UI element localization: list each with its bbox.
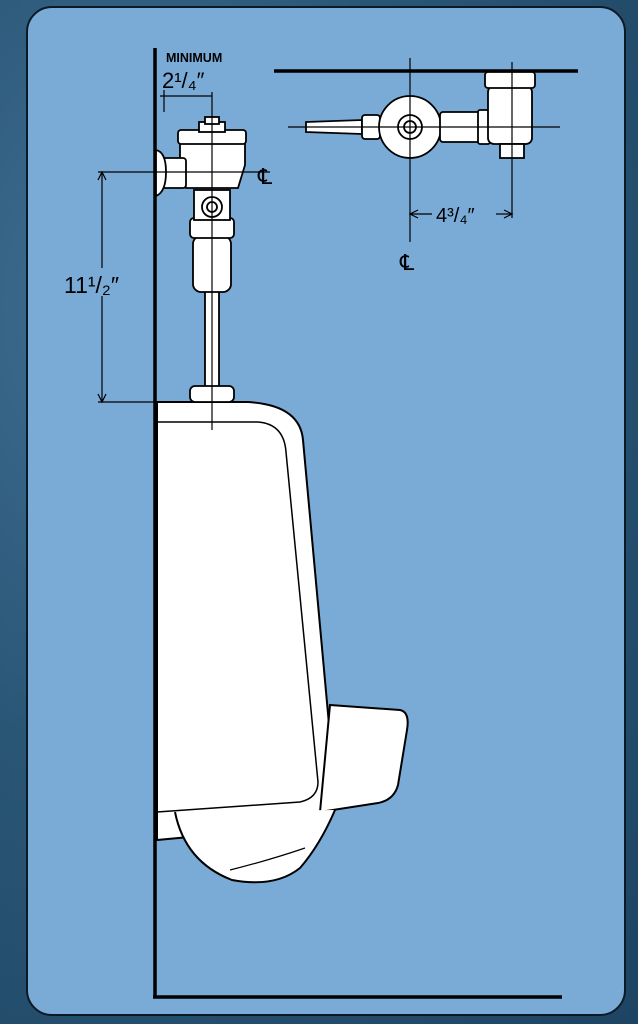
side-dimensions — [97, 90, 270, 430]
flush-valve-top — [274, 69, 578, 159]
urinal-fixture — [156, 401, 409, 884]
clearance-label: 2¹/₄″ — [162, 68, 205, 93]
offset-label: 4³/₄″ — [436, 205, 475, 227]
centerline-side-label: ℄ — [257, 164, 273, 189]
flush-valve-side — [155, 116, 247, 403]
wall-floor — [153, 48, 562, 999]
top-dimensions — [288, 58, 560, 242]
height-label: 11¹/₂″ — [64, 272, 119, 298]
diagram-panel — [26, 6, 626, 1016]
minimum-label: MINIMUM — [166, 51, 222, 65]
centerline-top-label: ℄ — [399, 250, 415, 275]
